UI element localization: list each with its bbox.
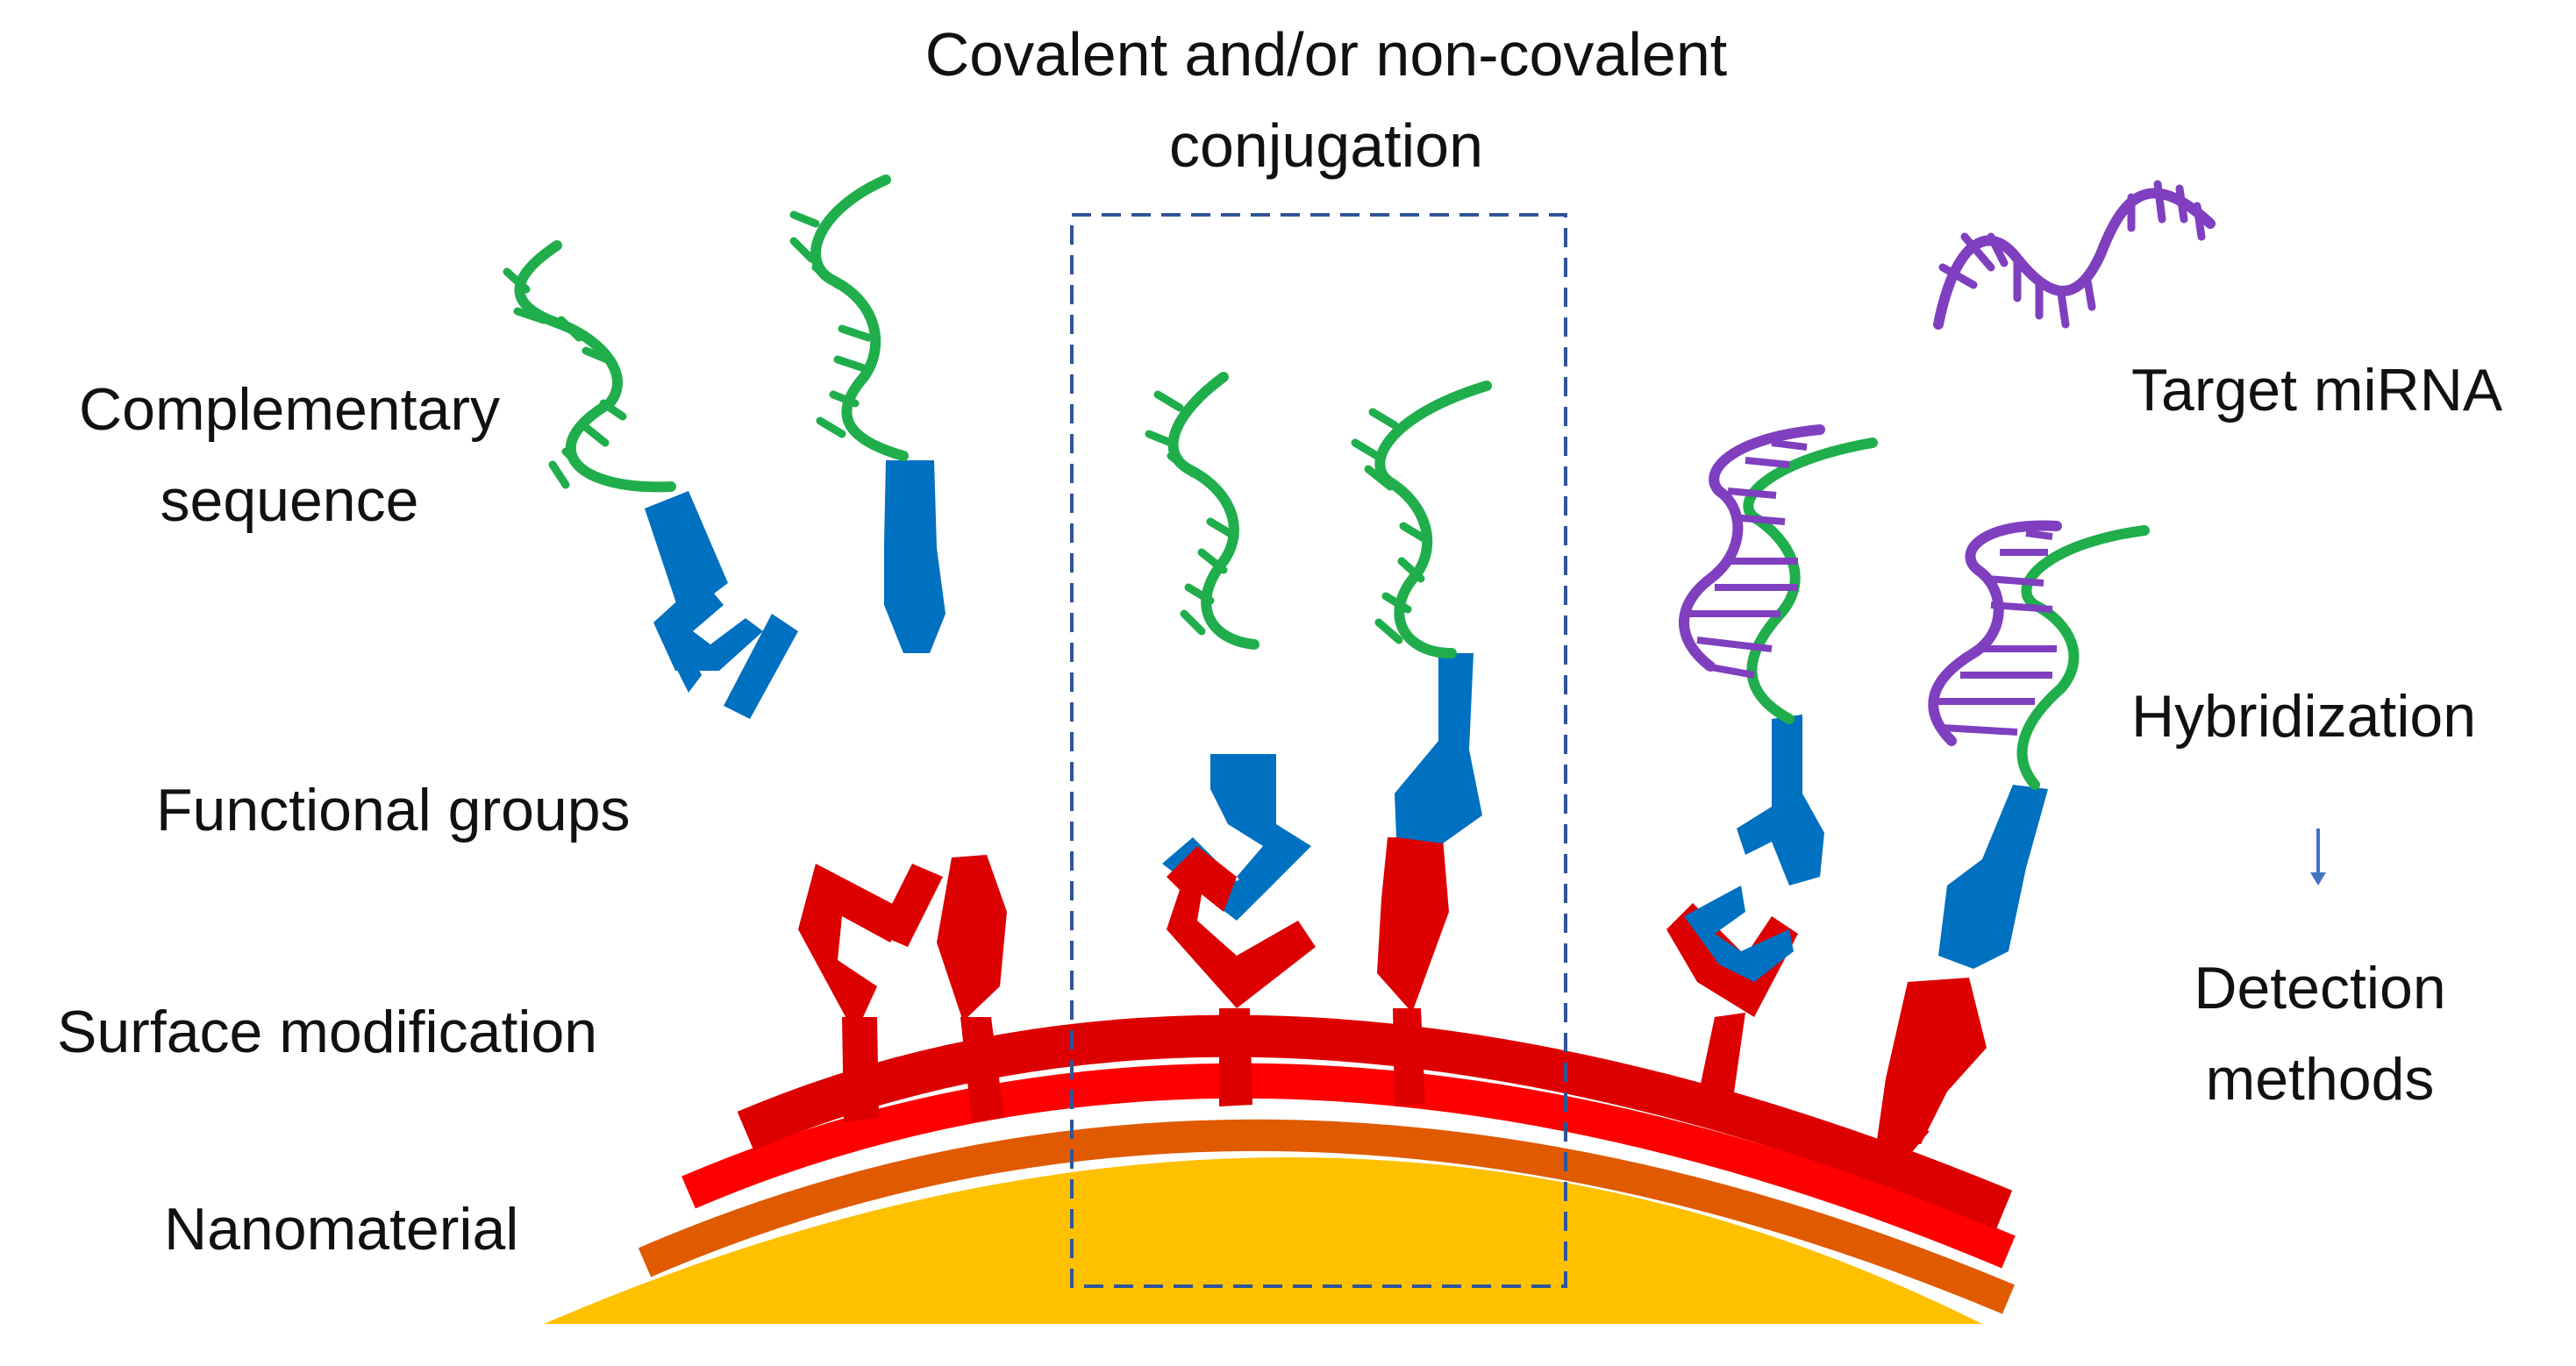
label-target-mirna: Target miRNA	[2131, 357, 2503, 423]
probe-bases-2	[789, 210, 873, 438]
label-complementary-line-1: Complementary	[79, 376, 500, 443]
label-complementary-sequence: Complementary sequence	[26, 364, 553, 546]
target-bases-hybrid-2	[1934, 530, 2057, 736]
probe-free-hex	[884, 460, 945, 653]
probe-bases-1	[503, 267, 627, 489]
nanomaterial-core	[544, 1157, 1982, 1324]
surface-group-hex-free	[937, 855, 1007, 1122]
probe-free-y	[645, 491, 798, 719]
label-conjugation: Covalent and/or non-covalent conjugation	[826, 9, 1826, 191]
probe-strand-6	[2016, 525, 2150, 790]
arrow-down-icon	[2310, 829, 2326, 886]
label-complementary-line-2: sequence	[160, 467, 419, 534]
probe-bases-4	[1351, 408, 1430, 644]
target-bases-hybrid-1	[1688, 439, 1808, 679]
nanomaterial-layers	[544, 1014, 2016, 1324]
surface-group-hex-conjugated	[1377, 653, 1482, 1106]
surface-layer-outer	[681, 1063, 2016, 1269]
label-conjugation-line-1: Covalent and/or non-covalent	[924, 20, 1728, 89]
target-strand-hybrid-2	[1928, 520, 2062, 746]
surface-group-y-hybrid	[1666, 715, 1824, 1105]
surface-group-hex-hybrid	[1868, 785, 2048, 1157]
label-detection-line-1: Detection	[2194, 955, 2446, 1021]
probe-strand-5	[1743, 438, 1878, 724]
label-conjugation-line-2: conjugation	[1168, 111, 1484, 180]
label-detection-methods: Detection methods	[2131, 943, 2508, 1125]
conjugation-box	[1070, 213, 1567, 1288]
probe-strand-4	[1374, 381, 1492, 658]
label-hybridization: Hybridization	[2131, 683, 2477, 750]
target-mirna-bases	[1938, 180, 2206, 329]
label-functional-groups: Functional groups	[156, 777, 631, 843]
label-nanomaterial: Nanomaterial	[164, 1196, 519, 1263]
surface-layer-inner	[737, 1014, 2013, 1230]
probe-bases-3	[1145, 390, 1237, 636]
probe-strand-2	[810, 174, 909, 461]
probe-strand-3	[1167, 372, 1259, 650]
surface-group-y-free	[798, 864, 943, 1122]
target-strand-hybrid-1	[1679, 424, 1825, 672]
nanomaterial-rim	[638, 1119, 2015, 1314]
surface-group-y-conjugated	[1162, 754, 1316, 1106]
label-detection-line-2: methods	[2205, 1046, 2435, 1113]
label-surface-modification: Surface modification	[57, 999, 598, 1065]
